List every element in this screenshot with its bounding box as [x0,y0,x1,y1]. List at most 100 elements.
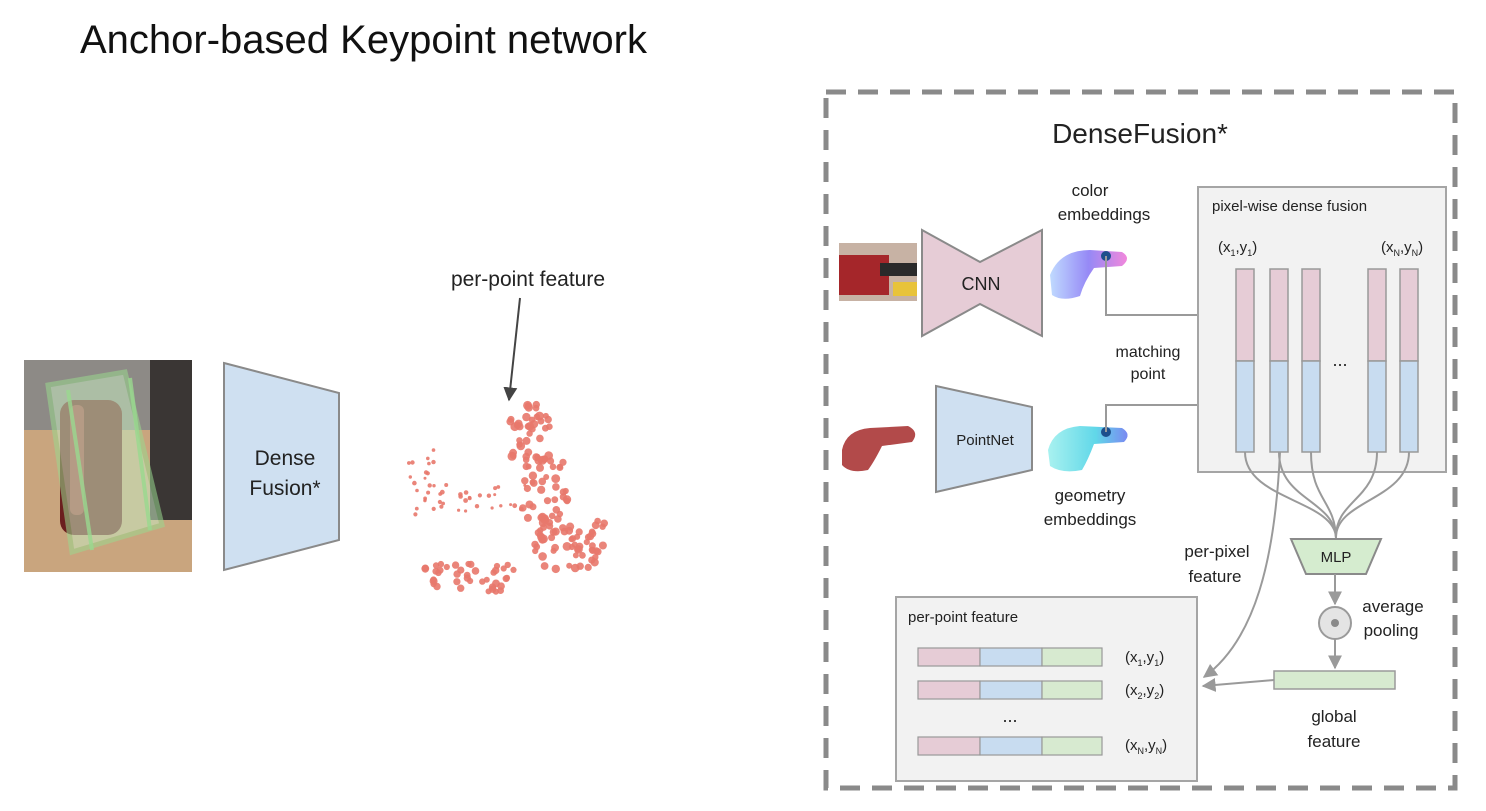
color-to-fusion-arrow [1105,256,1232,322]
fusion-column [1367,268,1387,453]
fusion-column [1301,268,1321,453]
per-pixel-arrow [1202,451,1281,678]
point-cloud [407,400,608,595]
point [536,463,544,472]
point [540,515,550,525]
point [528,471,538,480]
matching-point-label-line1: matching [1116,344,1181,361]
mlp-block: MLP [1289,538,1383,575]
rows-ellipsis: ... [1002,706,1017,726]
point [540,562,549,570]
point [500,565,507,572]
point [524,403,533,412]
point [549,463,557,471]
point [427,483,432,488]
point [421,564,430,573]
global-to-perpoint-arrow [1201,677,1275,692]
row-labels: (x1,y1)(x2,y2)(xN,yN) [1125,649,1167,756]
point [536,434,544,443]
point [565,526,574,535]
point [532,547,539,555]
point [407,461,411,465]
point [490,569,498,576]
point [543,497,552,505]
point [431,459,436,465]
point [559,524,567,532]
point [522,456,530,464]
point [423,470,429,475]
point [479,578,486,585]
point [465,560,472,568]
point [592,547,600,555]
point [499,504,503,508]
point [599,523,606,530]
encoder-label-line2: Fusion* [249,477,320,500]
point [550,547,557,554]
point [432,567,440,575]
point [512,503,518,509]
matching-point-label-line2: point [1131,366,1166,383]
point [579,552,586,559]
point [559,458,567,466]
geometry-embeddings-label-line2: embeddings [1044,510,1137,529]
point [474,504,480,509]
page-title: Anchor-based Keypoint network [80,18,647,62]
densefusion-panel-border [823,89,1458,791]
row-coord-label: (x1,y1) [1125,649,1164,668]
point [506,417,515,426]
point [502,575,510,583]
pointcloud-label: per-point feature [451,268,605,291]
point [490,506,494,510]
per-pixel-label-line2: feature [1189,567,1242,586]
point [486,493,492,498]
feature-row [917,736,1103,756]
feature-row [917,680,1103,700]
mlp-label: MLP [1321,549,1352,566]
point [522,462,530,471]
point [412,480,417,486]
fusion-column [1399,268,1419,453]
geometry-embeddings-image [1048,426,1128,472]
point [496,485,501,489]
point [509,503,513,507]
point [571,541,578,548]
point [598,541,607,550]
point [453,570,461,578]
global-feature-label-line1: global [1311,707,1356,726]
point [589,542,596,550]
point [437,560,445,568]
pointnet-block: PointNet [935,384,1033,494]
point [542,412,549,419]
pixel-wise-fusion-label: pixel-wise dense fusion [1212,198,1367,215]
point [514,419,523,428]
point [538,533,545,540]
row-coord-label: (xN,yN) [1125,737,1167,756]
point [471,567,480,575]
point [543,474,550,480]
color-embeddings-label-line2: embeddings [1058,205,1151,224]
point [437,499,442,505]
cnn-label: CNN [962,274,1001,294]
point [551,564,560,574]
point [574,546,582,553]
point [524,423,532,430]
point [531,540,539,549]
point [562,487,569,495]
point [588,528,596,535]
point [540,523,548,531]
point [559,493,567,501]
point [592,554,599,561]
feature-row [917,647,1103,667]
point [529,479,536,486]
point [477,493,482,498]
point [532,404,540,412]
encoder-label-line1: Dense [255,447,316,470]
rgb-crop-image [839,243,917,301]
point [426,456,430,461]
point [414,506,419,511]
point [415,488,419,493]
coord-first-label: (x1,y1) [1218,239,1257,258]
point [529,503,537,511]
densefusion-title: DenseFusion* [1052,118,1228,149]
point [552,506,561,514]
